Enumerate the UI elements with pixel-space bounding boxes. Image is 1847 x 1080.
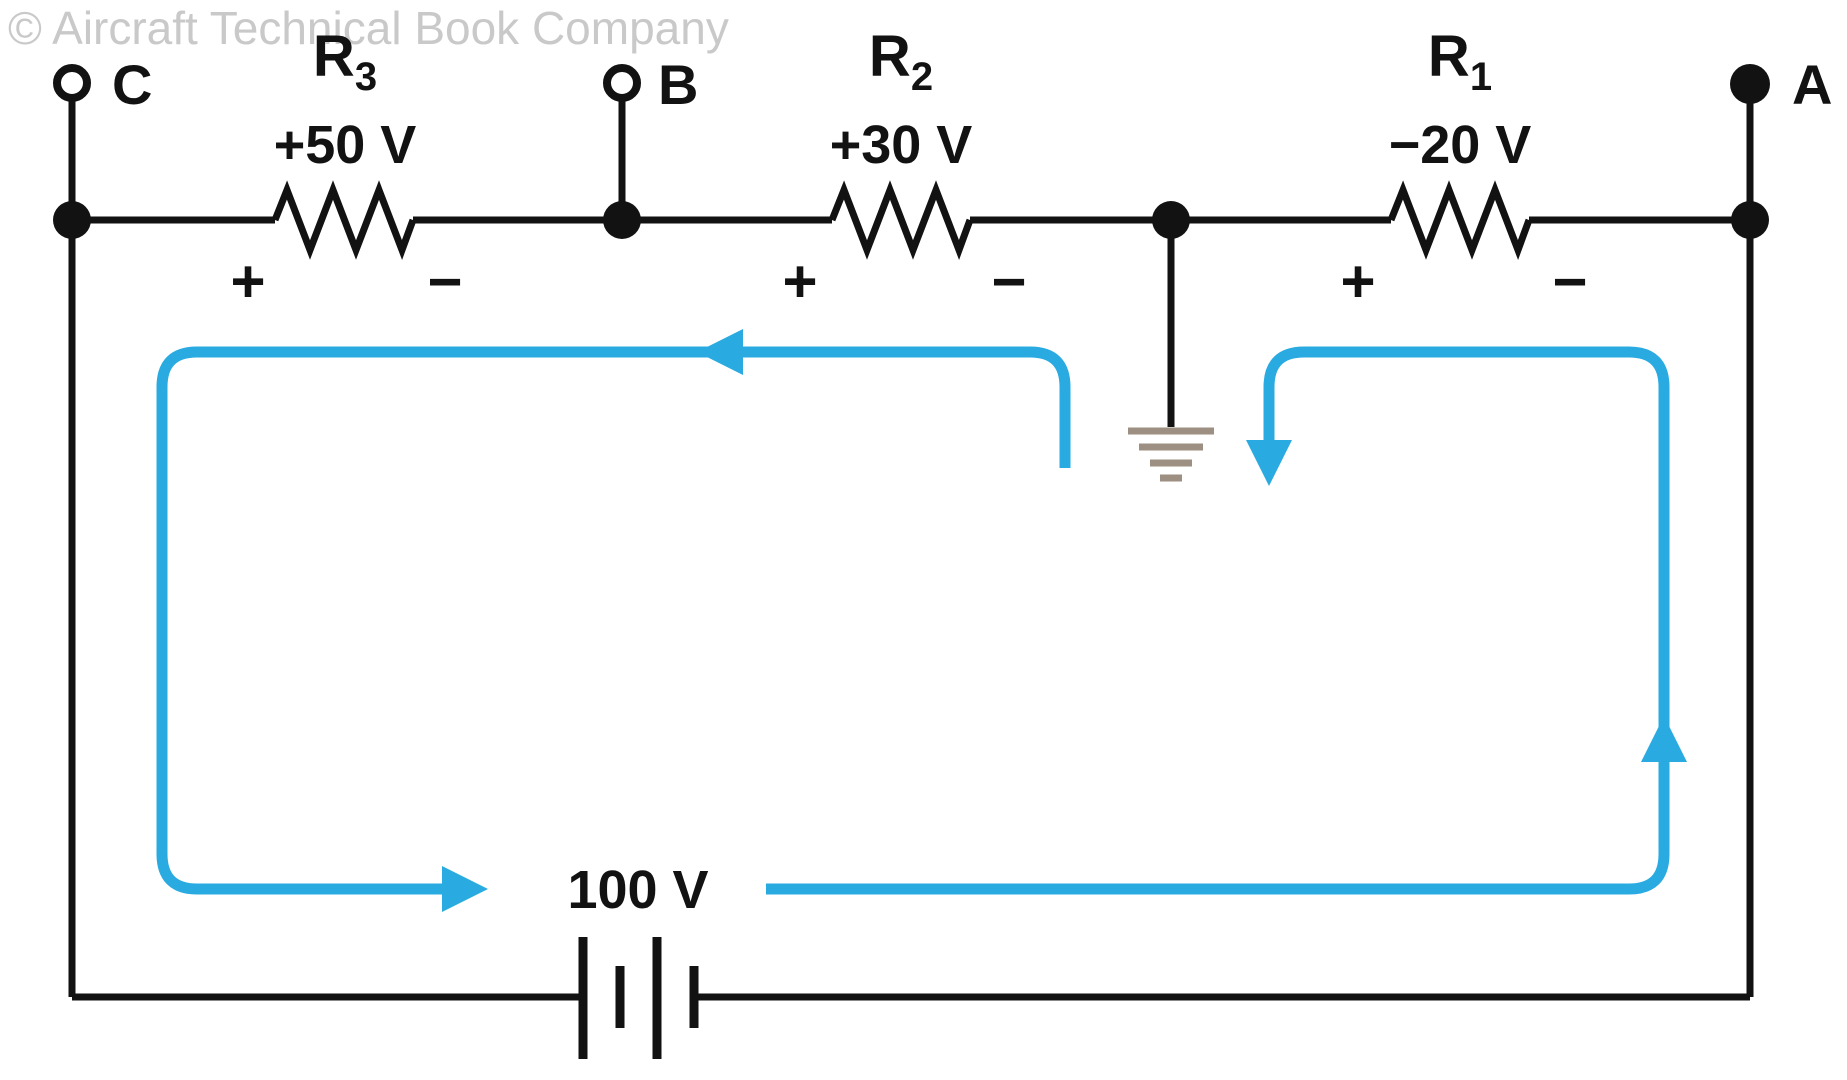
resistor-r3-ref: R bbox=[313, 24, 355, 89]
junction-dot-a bbox=[1731, 201, 1769, 239]
resistor-r2-label: R2 bbox=[869, 24, 933, 99]
resistor-r1-sub: 1 bbox=[1470, 55, 1492, 99]
resistor-r1-ref: R bbox=[1428, 24, 1470, 89]
resistor-r2-ref: R bbox=[869, 24, 911, 89]
junction-dot-b bbox=[603, 201, 641, 239]
current-flow-left-loop bbox=[156, 346, 1071, 895]
flow-arrow-down-icon bbox=[1246, 440, 1292, 486]
resistor-r1-plus-sign: + bbox=[1340, 248, 1375, 315]
resistor-r1-zigzag bbox=[1387, 180, 1533, 260]
resistor-r2-zigzag bbox=[828, 180, 974, 260]
terminal-c bbox=[53, 64, 91, 102]
terminal-c-label: C bbox=[112, 53, 152, 116]
watermark: © Aircraft Technical Book Company bbox=[8, 2, 729, 54]
junction-dot-ground bbox=[1152, 201, 1190, 239]
current-flow-right-loop bbox=[766, 346, 1670, 895]
junction-dot-c bbox=[53, 201, 91, 239]
terminal-b-label: B bbox=[658, 53, 698, 116]
flow-arrow-left-icon bbox=[697, 329, 743, 375]
resistor-r3-label: R3 bbox=[313, 24, 377, 99]
flow-arrow-right-icon bbox=[442, 866, 488, 912]
resistor-r1-voltage: −20 V bbox=[1389, 115, 1532, 175]
resistor-r3-voltage: +50 V bbox=[274, 115, 417, 175]
terminal-a bbox=[1730, 64, 1770, 104]
resistor-r3-sub: 3 bbox=[355, 55, 377, 99]
battery-voltage-label: 100 V bbox=[567, 860, 708, 920]
terminal-b bbox=[603, 64, 641, 102]
resistor-r3-zigzag bbox=[271, 180, 417, 260]
terminal-a-label: A bbox=[1792, 53, 1832, 116]
resistor-r2-sub: 2 bbox=[911, 55, 933, 99]
ground-icon bbox=[1128, 427, 1214, 482]
resistor-r1-minus-sign: − bbox=[1552, 248, 1587, 315]
resistor-r3-plus-sign: + bbox=[230, 248, 265, 315]
resistor-r1-label: R1 bbox=[1428, 24, 1492, 99]
flow-arrow-up-icon bbox=[1641, 716, 1687, 762]
resistor-r3-minus-sign: − bbox=[427, 248, 462, 315]
resistor-r2-plus-sign: + bbox=[782, 248, 817, 315]
resistor-r2-voltage: +30 V bbox=[830, 115, 973, 175]
resistor-r2-minus-sign: − bbox=[991, 248, 1026, 315]
